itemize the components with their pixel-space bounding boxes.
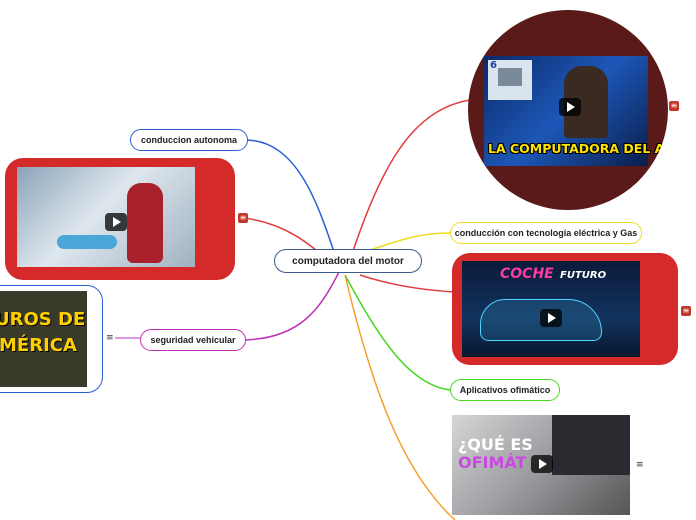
link-electrica <box>369 232 451 251</box>
thumbnail-caption-line1: UROS DE <box>0 309 86 330</box>
link-orange <box>344 274 456 520</box>
thumbnail-caption-line2: OFIMÁT <box>458 453 527 472</box>
retro-computer-image: 6 <box>488 60 532 100</box>
video-thumbnail-computadora[interactable]: 6 LA COMPUTADORA DEL AUTO <box>484 56 668 166</box>
link-seguridad <box>244 269 341 341</box>
topic-conduccion-autonoma-label: conduccion autonoma <box>140 135 237 145</box>
topic-seguridad-vehicular-label: seguridad vehicular <box>150 335 236 345</box>
thumbnail-caption: LA COMPUTADORA DEL AUTO <box>488 141 668 156</box>
notes-menu-icon[interactable]: ≡ <box>636 460 644 470</box>
man-in-suit-image <box>552 415 630 475</box>
thumbnail-caption-line2: MÉRICA <box>0 335 77 356</box>
play-button-icon[interactable] <box>559 98 581 116</box>
video-thumbnail-auto-interior[interactable] <box>17 167 195 267</box>
link-computadora-auto <box>349 99 471 261</box>
video-thumbnail-seguros[interactable]: UROS DE MÉRICA <box>0 291 87 387</box>
topic-aplicativos-label: Aplicativos ofimático <box>459 385 551 395</box>
thumbnail-caption-sub: FUTURO <box>560 270 607 281</box>
topic-computadora-auto-circle[interactable]: 6 LA COMPUTADORA DEL AUTO <box>468 10 668 210</box>
link-coche-futuro <box>359 274 456 293</box>
topic-conduccion-autonoma[interactable]: conduccion autonoma <box>130 129 248 151</box>
link-conduccion-autonoma <box>244 139 341 271</box>
notes-menu-icon[interactable]: ≡ <box>669 101 679 111</box>
woman-in-car-image <box>127 183 163 263</box>
play-button-icon[interactable] <box>105 213 127 231</box>
thumbnail-caption-line1: ¿QUÉ ES <box>458 435 533 454</box>
channel-badge: 6 <box>490 60 497 71</box>
thumbnail-caption-main: COCHE <box>500 266 554 282</box>
topic-auto-interior-card[interactable] <box>5 158 235 280</box>
video-thumbnail-coche-futuro[interactable]: COCHE FUTURO <box>462 261 640 357</box>
play-button-icon[interactable] <box>531 455 553 473</box>
video-thumbnail-ofimatica[interactable]: ¿QUÉ ES OFIMÁT <box>452 415 630 515</box>
topic-conduccion-electrica-label: conducción con tecnología eléctrica y Ga… <box>454 228 638 238</box>
central-topic-label: computadora del motor <box>292 255 404 267</box>
topic-coche-futuro-card[interactable]: COCHE FUTURO <box>452 253 678 365</box>
notes-menu-icon[interactable]: ≡ <box>238 213 248 223</box>
topic-seguros-america-card[interactable]: UROS DE MÉRICA <box>0 285 103 393</box>
topic-seguridad-vehicular[interactable]: seguridad vehicular <box>140 329 246 351</box>
link-aplicativos <box>344 274 451 391</box>
central-topic[interactable]: computadora del motor <box>274 249 422 273</box>
play-button-icon[interactable] <box>540 309 562 327</box>
notes-menu-icon[interactable]: ≡ <box>106 333 114 343</box>
topic-aplicativos-ofimatico[interactable]: Aplicativos ofimático <box>450 379 560 401</box>
topic-conduccion-electrica[interactable]: conducción con tecnología eléctrica y Ga… <box>450 222 642 244</box>
notes-menu-icon[interactable]: ≡ <box>681 306 691 316</box>
console-image <box>57 235 117 249</box>
